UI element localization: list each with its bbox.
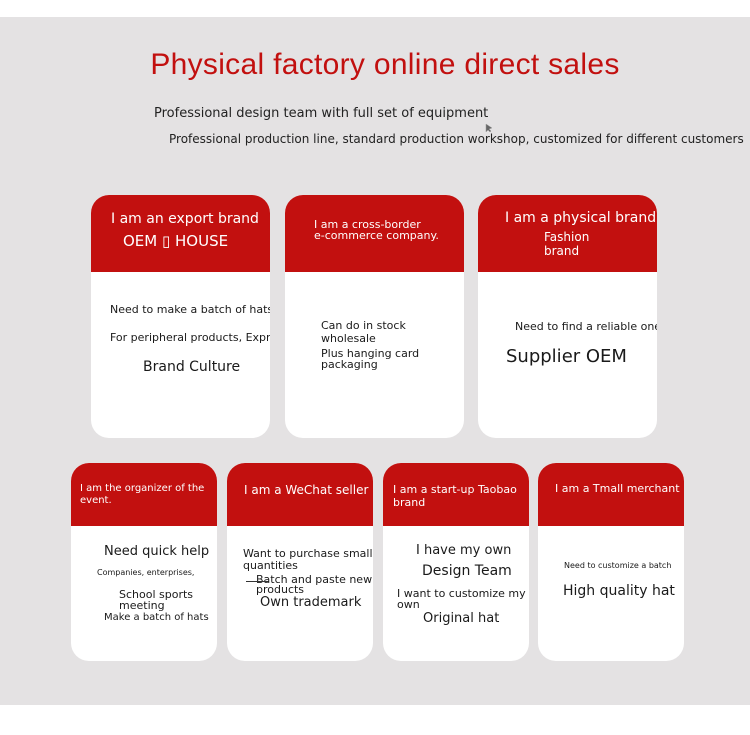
card-header-line: I am an export brand bbox=[111, 211, 259, 227]
card-body-line: Need to find a reliable one bbox=[515, 320, 657, 333]
card-body-line: Brand Culture bbox=[143, 359, 241, 375]
card-body-line: Want to purchase small bbox=[243, 547, 373, 560]
card-body-line: packaging bbox=[321, 358, 378, 371]
card-header-line: brand bbox=[544, 244, 580, 258]
subtitle-production-line: Professional production line, standard p… bbox=[169, 132, 744, 146]
card-header bbox=[538, 463, 684, 526]
card-physical-brand: I am a physical brand Fashion brand Need… bbox=[478, 195, 657, 438]
card-wechat-seller: I am a WeChat seller Want to purchase sm… bbox=[227, 463, 373, 661]
card-tmall-merchant: I am a Tmall merchant Need to customize … bbox=[538, 463, 684, 661]
card-header-line: event. bbox=[80, 495, 112, 506]
card-header bbox=[478, 195, 657, 272]
subtitle-design-team: Professional design team with full set o… bbox=[154, 106, 489, 121]
card-body-line: quantities bbox=[243, 559, 298, 572]
card-body-line: Companies, enterprises, bbox=[97, 568, 195, 577]
card-event-organizer: I am the organizer of the event. Need qu… bbox=[71, 463, 217, 661]
card-body-line: Can do in stock bbox=[321, 319, 406, 332]
card-body-line: I have my own bbox=[416, 543, 512, 558]
card-header-line: I am a Tmall merchant bbox=[555, 482, 680, 495]
page-title: Physical factory online direct sales bbox=[150, 48, 620, 81]
card-body-line: Need quick help bbox=[104, 544, 210, 559]
card-body-line: meeting bbox=[119, 599, 165, 612]
card-body-line: For peripheral products, Express bbox=[110, 331, 270, 344]
card-header-line: brand bbox=[393, 496, 426, 509]
card-body-line: High quality hat bbox=[563, 583, 675, 599]
card-header-line: Fashion bbox=[544, 230, 590, 244]
card-body-line: Need to customize a batch bbox=[564, 561, 672, 570]
card-header-line: I am the organizer of the bbox=[80, 483, 205, 494]
card-header bbox=[383, 463, 529, 526]
card-body-line: Supplier OEM bbox=[506, 346, 627, 367]
card-body-line: Plus hanging card bbox=[321, 347, 420, 360]
card-header-line: I am a WeChat seller bbox=[244, 483, 369, 497]
card-header bbox=[227, 463, 373, 526]
cursor-icon bbox=[485, 123, 493, 133]
card-header bbox=[285, 195, 464, 272]
card-header bbox=[71, 463, 217, 526]
card-header-line: OEM ▯ HOUSE bbox=[123, 232, 229, 250]
card-body-line: Need to make a batch of hats bbox=[110, 303, 270, 316]
card-body-line: Make a batch of hats bbox=[104, 612, 209, 623]
card-body-line: products bbox=[256, 583, 305, 596]
card-body-line: Design Team bbox=[422, 563, 512, 579]
card-header-line: I am a physical brand bbox=[505, 210, 657, 226]
card-cross-border: I am a cross-border e-commerce company. … bbox=[285, 195, 464, 438]
card-taobao-brand: I am a start-up Taobao brand I have my o… bbox=[383, 463, 529, 661]
card-body-line: School sports bbox=[119, 588, 194, 601]
card-header bbox=[91, 195, 270, 272]
card-body-line: Own trademark bbox=[260, 595, 362, 610]
card-export-brand: I am an export brand OEM ▯ HOUSE Need to… bbox=[91, 195, 270, 438]
card-body-line: wholesale bbox=[321, 332, 376, 345]
card-body-line: I want to customize my bbox=[397, 587, 526, 600]
card-body-line: Original hat bbox=[423, 611, 500, 626]
card-body-line: Batch and paste new bbox=[256, 573, 373, 586]
strike-line bbox=[246, 581, 268, 582]
card-header-line: I am a start-up Taobao bbox=[393, 483, 517, 496]
card-body-line: own bbox=[397, 598, 420, 611]
card-header-line: I am a cross-border bbox=[314, 218, 421, 231]
card-header-line: e-commerce company. bbox=[314, 229, 439, 242]
